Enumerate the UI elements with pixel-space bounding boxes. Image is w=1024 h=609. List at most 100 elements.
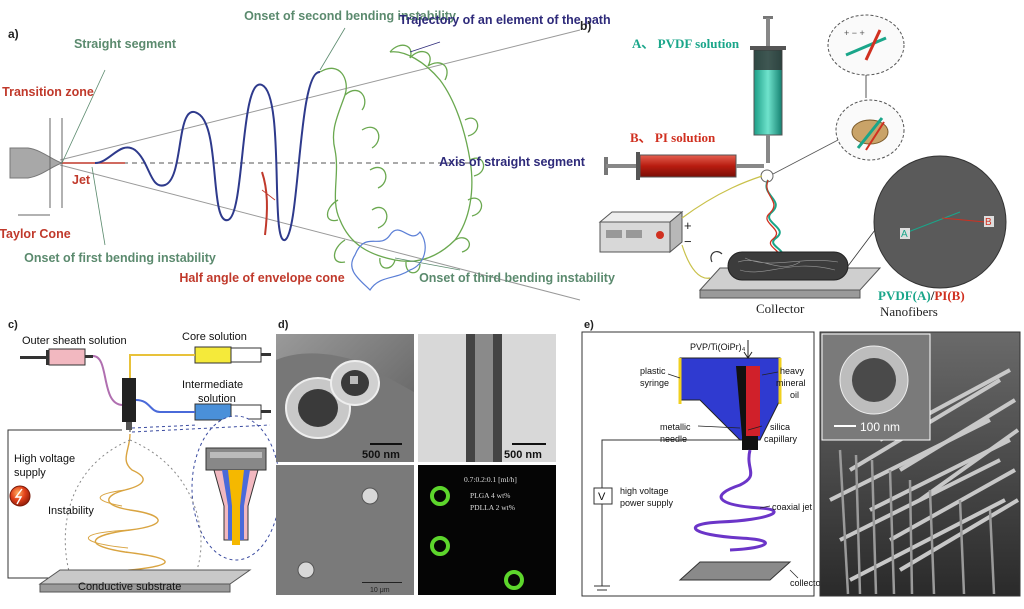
e-sem-fibers [829, 368, 1020, 582]
sem-marker-a-box [900, 228, 910, 239]
c-syr1-flange [46, 350, 49, 365]
minus-sign: − [684, 234, 692, 249]
panel-e-letter: e) [584, 319, 594, 331]
c-label-outer: Outer sheath solution [22, 335, 127, 347]
e-leader-silica [747, 425, 763, 431]
c-zoom-nozzle-band [210, 452, 262, 458]
label-trajectory: Trajectory of an element of the path [399, 13, 610, 27]
d-scale-1: 500 nm [362, 449, 400, 461]
bubble2-green [856, 117, 884, 149]
e-label-heavy-2: mineral [776, 378, 806, 388]
syringe-v-plunger-rod [766, 18, 770, 48]
bubble1-red [864, 29, 882, 61]
leader-first [91, 166, 106, 246]
e-label-silica-2: capillary [764, 434, 798, 444]
e-inset-hole [852, 358, 896, 402]
d-fluor-ring-2 [430, 536, 450, 556]
d-scale-2: 500 nm [504, 449, 542, 461]
power-supply-top [598, 211, 684, 223]
c-envelope [64, 439, 202, 576]
c-tube-outer [92, 355, 124, 406]
d-particle-2 [297, 561, 315, 579]
e-leader-collector [789, 569, 799, 579]
label-half-angle: Half angle of envelope cone [179, 271, 344, 285]
helix-green-loops [319, 44, 485, 274]
helix-first [94, 70, 321, 242]
d-tem-core [475, 334, 493, 462]
envelope-upper-line [59, 29, 581, 161]
power-supply-display-1 [606, 230, 622, 238]
c-syr2-barrel [194, 346, 232, 364]
c-syr1-tip [85, 355, 93, 358]
e-collector-plate [678, 561, 792, 581]
plus-sign: + [684, 218, 692, 233]
label-straight-segment: Straight segment [74, 37, 177, 51]
e-leader-syringe [667, 373, 681, 379]
c-label-hv-1: High voltage [14, 453, 75, 465]
label-onset-first: Onset of first bending instability [24, 251, 216, 265]
e-voltmeter [593, 487, 613, 505]
c-label-intermediate-2: solution [198, 393, 236, 405]
e-sem-fibers-vertical [838, 449, 996, 595]
collector-fibers [737, 257, 839, 273]
label-jet: Jet [72, 173, 91, 187]
e-leader-needle [697, 425, 741, 429]
e-capillary [736, 366, 746, 436]
c-substrate-front [39, 583, 231, 593]
c-voltage-icon [9, 485, 31, 507]
collector-drum [727, 251, 849, 281]
jet-red [766, 179, 780, 260]
label-pvdf-pi: PVDF(A)/PI(B) [878, 288, 965, 303]
panel-a: a) [0, 9, 615, 301]
c-zoom-leader-2 [131, 424, 271, 433]
panel-a-letter: a) [8, 27, 19, 41]
c-lightning-icon [14, 488, 23, 505]
helix-third-loops [351, 229, 426, 291]
leader-second [319, 27, 346, 71]
e-label-silica-1: silica [770, 422, 790, 432]
c-gold-helix [94, 433, 166, 583]
e-inset-scale: 100 nm [860, 420, 900, 434]
label-axis: Axis of straight segment [439, 155, 586, 169]
envelope-lower-line [59, 164, 581, 301]
syringe-v-flange [750, 46, 786, 50]
d-scalebar-2 [512, 443, 546, 445]
e-label-plastic-1: plastic [640, 366, 666, 376]
panel-d: d) 500 nm 500 nm 10 μm 0.7:0.2:0.1 [ml/h… [276, 319, 556, 595]
syringe-h-plunger-rod [606, 164, 636, 168]
syringe-v-piston [754, 50, 782, 70]
e-wire [601, 439, 740, 586]
e-label-pvp: PVP/Ti(OiPr)₄ [690, 342, 746, 352]
e-label-heavy-3: oil [790, 390, 799, 400]
label-collector: Collector [756, 301, 805, 316]
d-sem-2 [276, 465, 414, 595]
syringe-h-needle [736, 164, 764, 168]
c-label-intermediate-1: Intermediate [182, 379, 243, 391]
collector-base-front [699, 289, 861, 299]
d-pdlla: PDLLA 2 wt% [470, 503, 515, 512]
bubble-leader [772, 139, 839, 175]
c-nozzle [122, 378, 136, 422]
e-label-metallic-1: metallic [660, 422, 691, 432]
d-scale-3: 10 μm [370, 587, 390, 594]
syringe-v-needle [766, 135, 770, 163]
e-leader-oil [761, 371, 779, 376]
label-pi-solution: B、 PI solution [630, 130, 716, 145]
d-flow-rate: 0.7:0.2:0.1 [ml/h] [464, 475, 517, 484]
wire-positive [681, 175, 763, 219]
sem-circle [873, 155, 1007, 289]
power-supply-led [656, 231, 664, 239]
leader-trajectory [409, 41, 441, 53]
c-tube-core [129, 354, 195, 380]
label-taylor-cone: Taylor Cone [0, 227, 71, 241]
label-slash: / [930, 288, 935, 303]
panel-b-letter: b) [580, 19, 591, 33]
c-label-hv-2: supply [14, 467, 46, 479]
e-needle-tip [742, 436, 758, 450]
leader-third [394, 257, 461, 271]
jet-green [765, 179, 784, 259]
power-supply-display-2 [626, 230, 642, 238]
panel-c: c) [7, 319, 281, 593]
